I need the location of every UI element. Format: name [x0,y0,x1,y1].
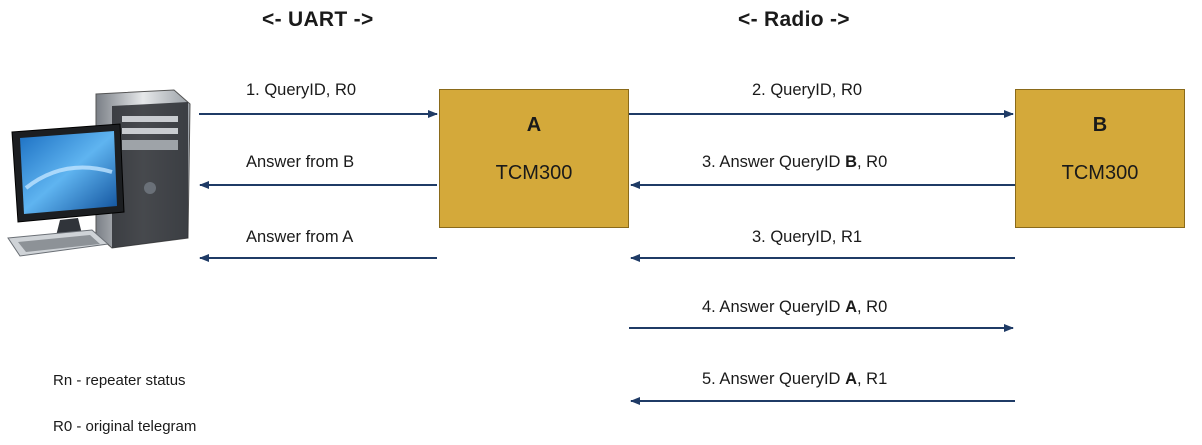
node-b-box: B TCM300 [1015,89,1185,228]
node-a-id: A [526,114,542,136]
radio-msg-3: 3. QueryID, R1 [752,228,863,246]
radio-msg-1: 2. QueryID, R0 [752,81,863,99]
radio-msg-4: 4. Answer QueryID A, R0 [702,298,888,316]
uart-msg-1: 1. QueryID, R0 [246,81,357,99]
node-b-id: B [1092,114,1108,136]
uart-header: <- UART -> [262,8,374,31]
legend-rn: Rn - repeater status [53,372,186,389]
radio-msg-5: 5. Answer QueryID A, R1 [702,370,888,388]
legend-r0: R0 - original telegram [53,418,197,435]
uart-msg-3: Answer from A [246,228,354,246]
node-b-name: TCM300 [1061,162,1139,184]
uart-msg-2: Answer from B [246,153,355,171]
desktop-computer-icon [7,89,191,257]
node-a-name: TCM300 [495,162,573,184]
radio-msg-2: 3. Answer QueryID B, R0 [702,153,888,171]
radio-header: <- Radio -> [738,8,850,31]
node-a-box: A TCM300 [439,89,629,228]
